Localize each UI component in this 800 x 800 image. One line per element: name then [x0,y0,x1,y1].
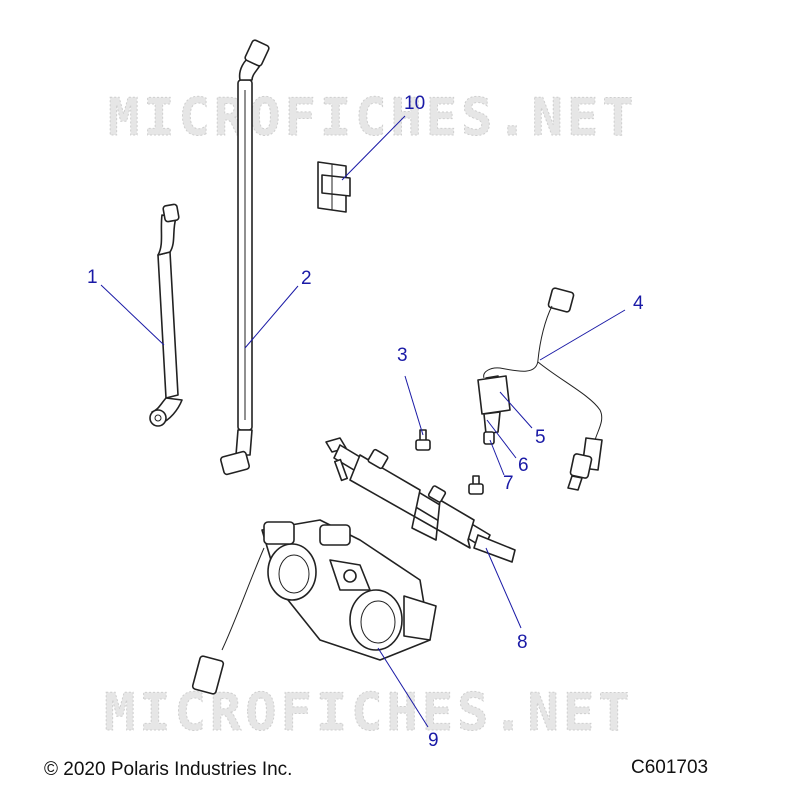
callout-2: 2 [301,268,312,289]
part-1-short-fuel-hose[interactable] [149,203,183,427]
callout-6: 6 [518,455,529,476]
callout-10: 10 [404,93,425,114]
callout-3: 3 [397,345,408,366]
copyright-notice: © 2020 Polaris Industries Inc. [44,759,293,780]
diagram-code: C601703 [631,757,709,778]
part-10-hose-clip[interactable] [317,161,351,213]
watermark-bottom: MICROFICHES.NET [104,683,634,743]
callout-4: 4 [633,293,644,314]
callout-8: 8 [517,632,528,653]
part-2-long-fuel-hose[interactable] [219,39,270,476]
callout-7: 7 [503,473,514,494]
part-4-wiring-harness[interactable] [483,287,603,441]
part-5-6-7-fuel-injector[interactable] [477,375,603,491]
part-3-bolts[interactable] [415,429,484,495]
part-9-throttle-body[interactable] [191,519,437,695]
callout-5: 5 [535,427,546,448]
callout-9: 9 [428,730,439,751]
watermark-top: MICROFICHES.NET [108,88,638,148]
callout-1: 1 [87,267,98,288]
part-8-fuel-rail[interactable] [325,437,516,563]
leader-lines [100,115,626,728]
